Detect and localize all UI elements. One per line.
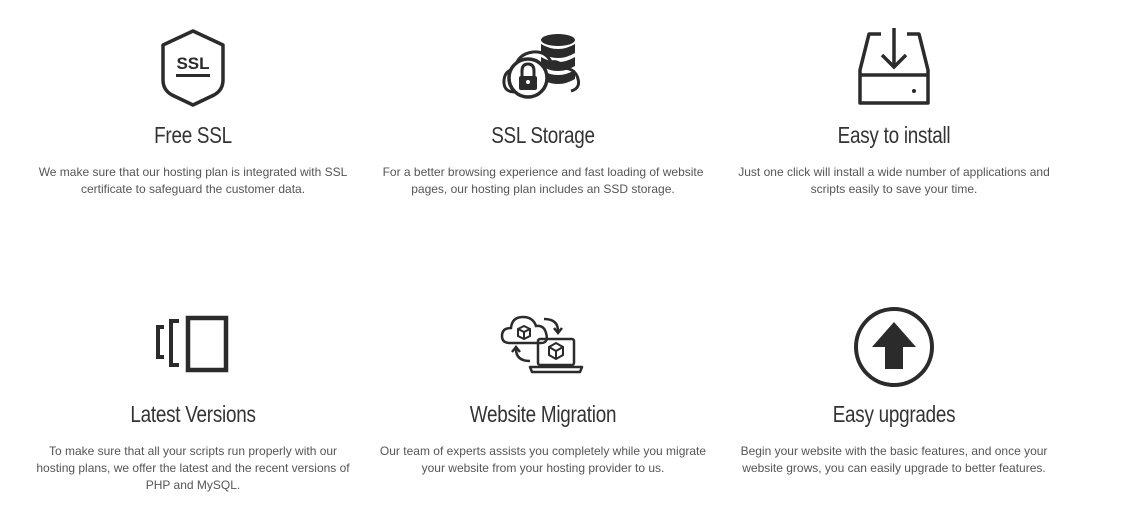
circle-up-arrow-icon <box>852 305 936 389</box>
svg-text:SSL: SSL <box>176 54 209 73</box>
feature-description: For a better browsing experience and fas… <box>382 165 704 196</box>
cloud-laptop-migration-icon <box>500 305 586 377</box>
feature-description: We make sure that our hosting plan is in… <box>38 165 348 196</box>
download-tray-icon <box>857 28 931 106</box>
versions-brackets-icon <box>154 305 232 375</box>
feature-title: Easy to install <box>837 122 951 148</box>
feature-description: To make sure that all your scripts run p… <box>36 444 350 492</box>
feature-description: Begin your website with the basic featur… <box>740 444 1048 475</box>
feature-title: Easy upgrades <box>832 401 956 427</box>
feature-title: Free SSL <box>154 122 232 148</box>
cloud-lock-database-icon <box>501 28 585 100</box>
feature-description: Our team of experts assists you complete… <box>379 444 707 475</box>
feature-title: Website Migration <box>469 401 617 427</box>
ssl-shield-icon: SSL <box>159 28 227 108</box>
feature-title: Latest Versions <box>130 401 256 427</box>
feature-title: SSL Storage <box>491 122 595 148</box>
feature-description: Just one click will install a wide numbe… <box>738 165 1050 196</box>
